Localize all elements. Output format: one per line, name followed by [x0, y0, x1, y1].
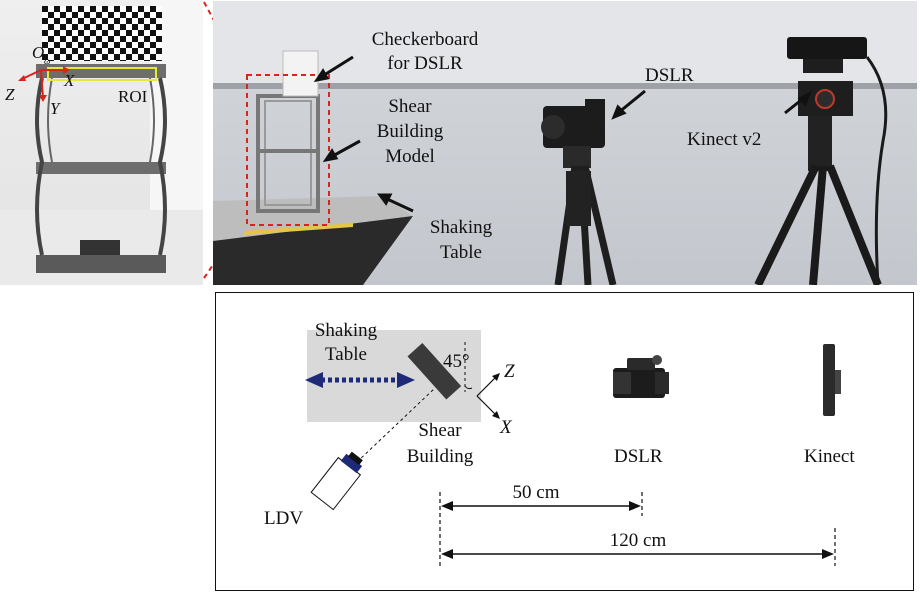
shear-model-label-line3: Model	[385, 146, 435, 167]
origin-subscript: ω	[44, 56, 51, 66]
roi-box	[47, 67, 157, 81]
roi-label: ROI	[118, 87, 148, 106]
motion-arrow-left-head	[304, 371, 323, 388]
diagram-z-axis-label: Z	[504, 361, 515, 382]
setup-diagram: Shaking Table 45° Z X Shear Building LDV…	[215, 292, 914, 591]
diagram-kinect-label: Kinect	[804, 446, 855, 467]
dslr-photo-label: DSLR	[645, 65, 694, 86]
ldv-label: LDV	[264, 508, 304, 529]
left-photo: O ω X Z Y ROI	[0, 0, 203, 285]
motion-arrow-right-head	[396, 371, 415, 388]
shaking-table-label-line2: Table	[440, 242, 482, 263]
shear-model-label-line1: Shear	[388, 96, 432, 117]
shaking-table-label-line1: Shaking	[429, 217, 493, 238]
diagram-shaking-label-line2: Table	[325, 344, 367, 365]
shear-model-label-line2: Building	[376, 121, 444, 142]
left-photo-drawing	[0, 0, 203, 285]
dslr-diagram-icon	[612, 354, 669, 398]
diagram-dslr-label: DSLR	[614, 446, 663, 467]
diagram-shaking-label-line1: Shaking	[314, 320, 378, 341]
right-photo-drawing	[213, 1, 917, 285]
checkerboard	[42, 6, 162, 61]
model-highlight-box	[246, 74, 330, 226]
kinect-diagram-icon	[822, 343, 841, 416]
diagram-x-axis-label: X	[500, 417, 512, 438]
diagram-shear-label-line2: Building	[406, 446, 474, 467]
z-axis-label: Z	[5, 85, 15, 104]
distance-50cm-label: 50 cm	[512, 482, 560, 503]
checkerboard-label-line1: Checkerboard	[371, 29, 479, 50]
setup-diagram-drawing	[304, 329, 841, 566]
distance-120cm-label: 120 cm	[609, 530, 667, 551]
right-photo: Checkerboard for DSLR Shear Building Mod…	[213, 1, 917, 285]
angle-label: 45°	[443, 351, 470, 372]
diagram-shear-label-line1: Shear	[418, 420, 462, 441]
checkerboard-label-line2: for DSLR	[387, 53, 463, 74]
y-axis-label: Y	[50, 99, 60, 118]
x-axis-label: X	[64, 71, 75, 90]
kinect-photo-label: Kinect v2	[687, 129, 762, 150]
origin-label: O	[32, 43, 45, 62]
